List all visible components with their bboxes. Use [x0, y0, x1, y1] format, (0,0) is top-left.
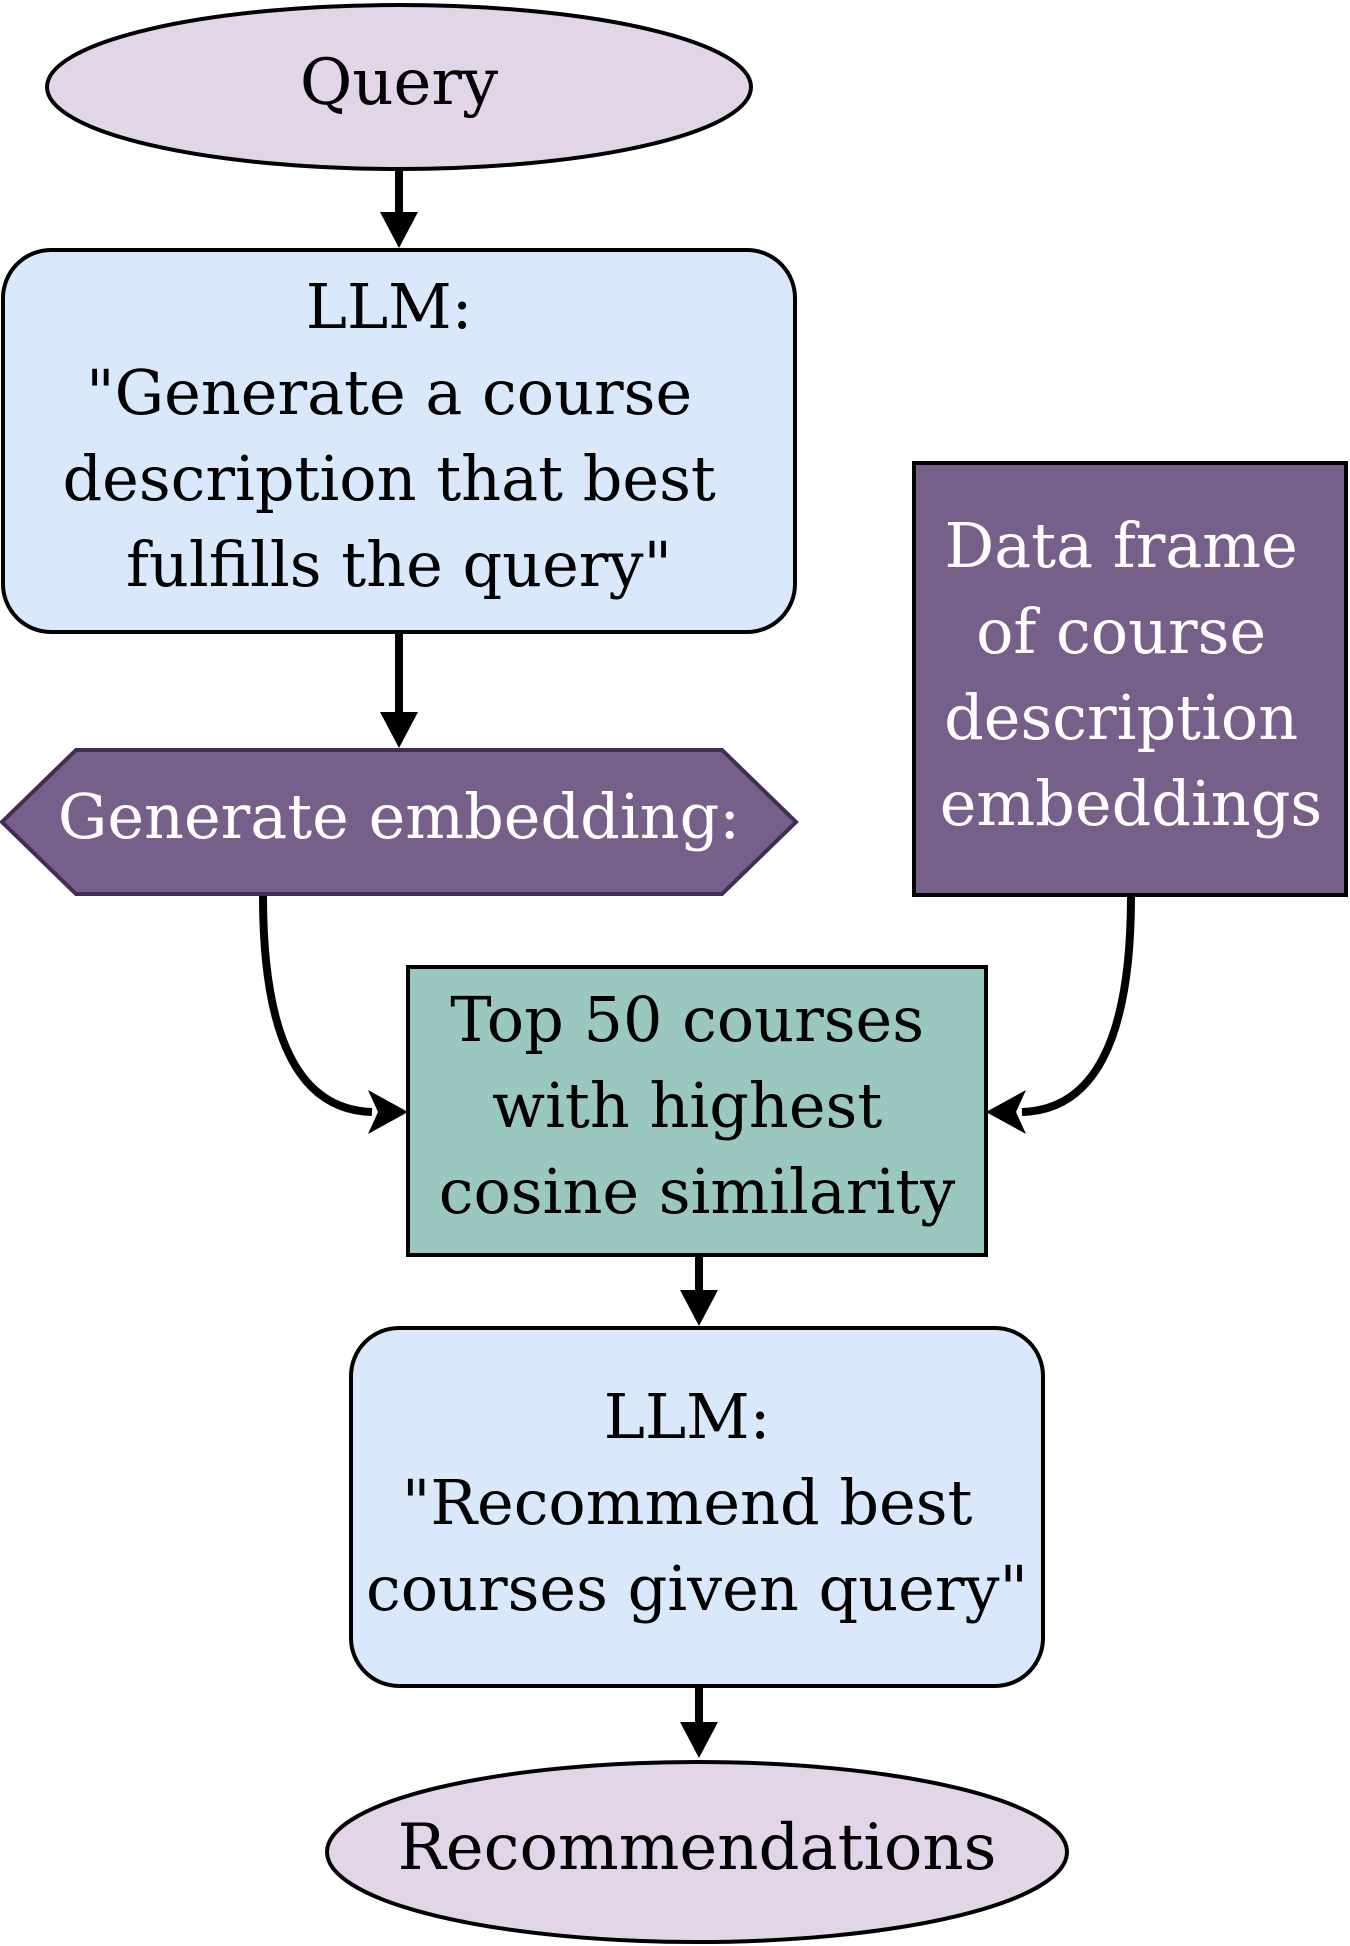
arrow-head-data-frame-to-top-courses	[986, 1090, 1026, 1134]
llm-recommend-node: LLM: "Recommend best courses given query…	[349, 1326, 1045, 1688]
query-label: Query	[300, 46, 498, 120]
arrow-head-llm-recommend-to-recommendations	[680, 1722, 718, 1758]
top-courses-node: Top 50 courses with highest cosine simil…	[406, 965, 988, 1257]
generate-embedding-node: Generate embedding:	[0, 748, 799, 896]
data-frame-node: Data frame of course description embeddi…	[912, 461, 1348, 897]
arrow-head-top-courses-to-llm-recommend	[680, 1290, 718, 1326]
llm-generate-node: LLM: "Generate a course description that…	[1, 248, 797, 634]
query-node: Query	[45, 3, 753, 171]
top-courses-shape	[406, 965, 988, 1257]
arrow-head-embedding-to-top-courses	[368, 1090, 408, 1134]
query-shape	[45, 3, 753, 171]
data-frame-label: Data frame of course description embeddi…	[940, 509, 1323, 840]
generate-embedding-label: Generate embedding:	[58, 780, 740, 853]
llm-generate-shape	[1, 248, 797, 634]
recommendations-label: Recommendations	[398, 1811, 997, 1885]
edges	[259, 170, 1135, 1758]
generate-embedding-shape	[0, 748, 799, 896]
arrow-head-query-to-llm-generate	[380, 212, 418, 248]
edge-data-frame-to-top-courses	[1021, 895, 1135, 1116]
llm-generate-label: LLM: "Generate a course description that…	[62, 270, 735, 601]
llm-recommend-label: LLM: "Recommend best courses given query…	[366, 1380, 1028, 1625]
edge-embedding-to-top-courses	[259, 895, 373, 1116]
data-frame-shape	[912, 461, 1348, 897]
recommendations-shape	[325, 1760, 1069, 1944]
top-courses-label: Top 50 courses with highest cosine simil…	[439, 983, 956, 1228]
llm-recommend-shape	[349, 1326, 1045, 1688]
recommendations-node: Recommendations	[325, 1760, 1069, 1944]
arrow-head-llm-generate-to-embedding	[380, 712, 418, 748]
